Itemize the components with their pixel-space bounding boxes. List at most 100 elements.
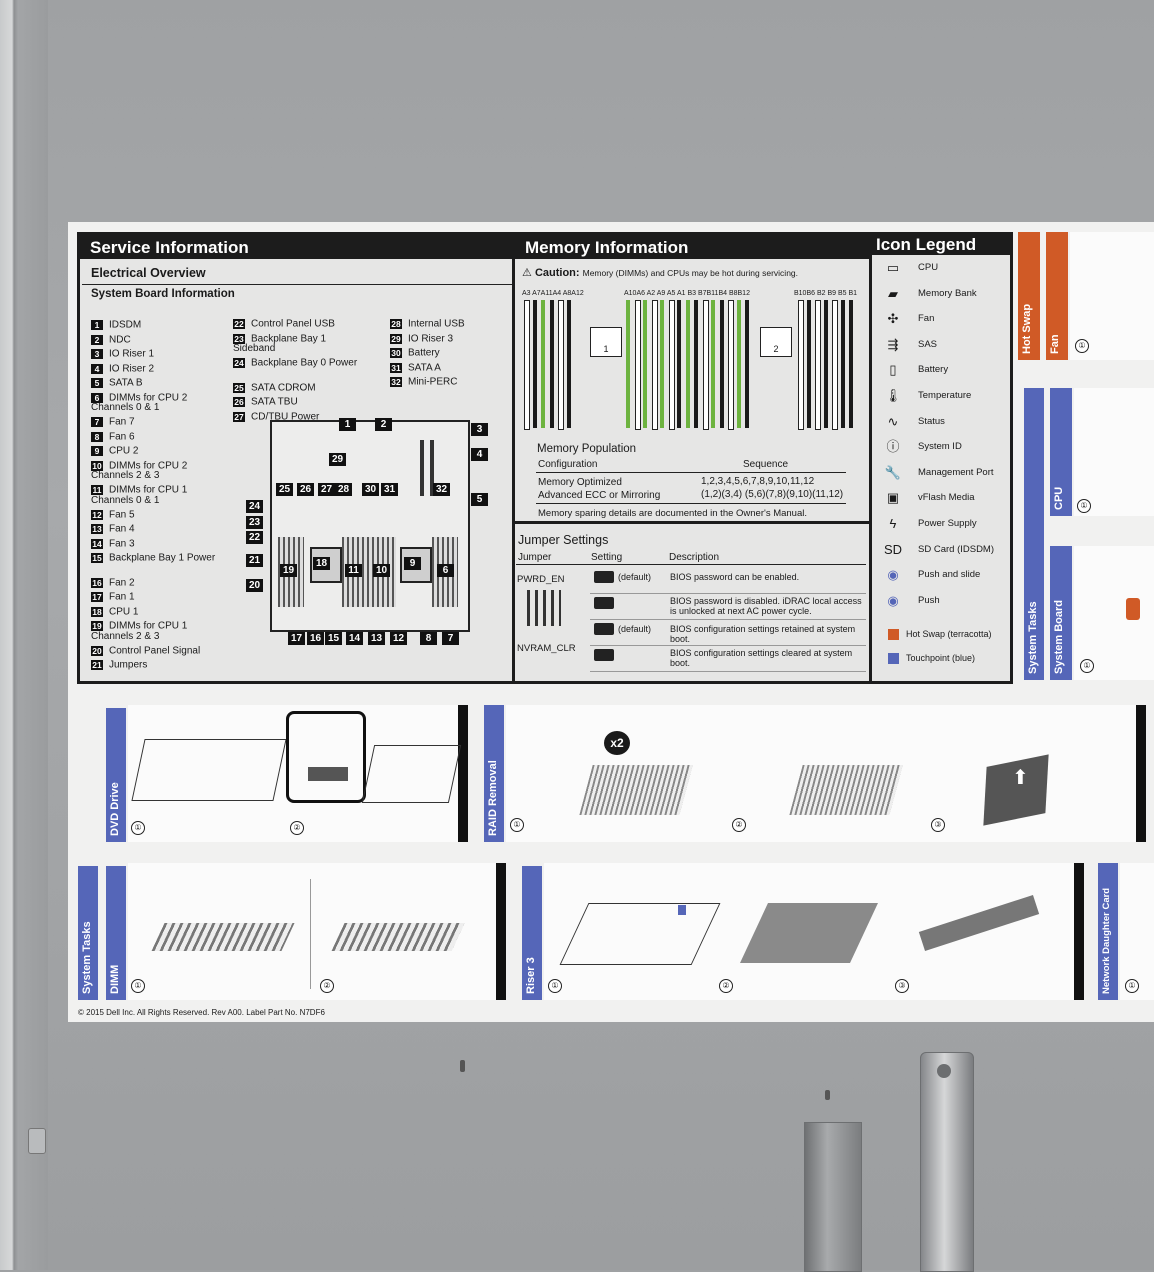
dimm-slot [660, 300, 664, 428]
dimm-task-drawing [128, 863, 506, 1000]
legend-text: Jumpers [109, 659, 148, 671]
jumper-pins-icon [527, 590, 561, 626]
slot-labels-a-right: A10A6 A2 A9 A5 A1 B3 B7B11B4 B8B12 [624, 290, 750, 297]
description-col-header: Description [669, 552, 720, 563]
chassis-frame-edge [0, 0, 48, 1270]
legend-number: 3 [91, 349, 103, 359]
board-callout: 18 [313, 557, 330, 570]
board-legend-item: 31 SATA A [390, 362, 515, 374]
dimm-slot [626, 300, 630, 428]
dimm-slot [745, 300, 749, 428]
legend-label: SAS [918, 338, 938, 350]
slot-labels-a-left: A3 A7A11A4 A8A12 [522, 290, 584, 297]
legend-text: CD/TBU Power [251, 411, 320, 423]
step-2: ② [719, 979, 733, 993]
cpu1-socket [310, 547, 342, 583]
legend-label: Fan [918, 313, 935, 325]
riser-3-task-drawing [544, 863, 1084, 1000]
legend-number: 15 [91, 553, 103, 563]
legend-text: CPU 2 [109, 445, 139, 457]
copyright-footer: © 2015 Dell Inc. All Rights Reserved. Re… [78, 1008, 325, 1017]
legend-number: 16 [91, 577, 103, 588]
divider [82, 284, 512, 285]
legend-number: 14 [91, 538, 103, 549]
fan-tab: Fan [1046, 232, 1068, 360]
legend-number: 4 [91, 363, 103, 374]
dimm-slot [549, 300, 554, 428]
blue-touchpoint [678, 905, 686, 915]
board-callout: 20 [246, 579, 263, 592]
system-board-diagram [270, 420, 470, 632]
legend-text: Fan 4 [109, 523, 135, 535]
dimm-slot [702, 300, 709, 430]
board-callout: 24 [246, 500, 263, 513]
legend-label: vFlash Media [918, 492, 975, 504]
temperature-icon: 🌡 [884, 388, 902, 403]
legend-label: Push [918, 594, 940, 606]
cpu1-label: 1 [603, 344, 609, 354]
board-callout: 4 [471, 448, 488, 461]
board-callout: 28 [335, 483, 352, 496]
ndc-task-drawing [1120, 863, 1154, 1000]
system-board-tab: System Board [1050, 546, 1072, 680]
dimm-module [151, 923, 295, 951]
riser-slot [430, 440, 434, 496]
board-callout: 3 [471, 423, 488, 436]
vflash-media-icon: ▣ [886, 490, 900, 506]
legend-number: 31 [390, 362, 402, 373]
caution-text: Memory (DIMMs) and CPUs may be hot durin… [582, 268, 799, 278]
divider [536, 503, 846, 504]
hot-swap-tab: Hot Swap [1018, 232, 1040, 360]
drive-tray [131, 739, 287, 801]
riser-slot [420, 440, 424, 496]
zoom-inset [286, 711, 366, 803]
dimm-slot [643, 300, 647, 428]
legend-number: 24 [233, 358, 245, 368]
legend-number: 25 [233, 382, 245, 393]
electrical-overview-heading: Electrical Overview [91, 266, 206, 280]
step-1: ① [131, 979, 145, 993]
legend-number: 1 [91, 320, 103, 330]
board-callout: 26 [297, 483, 314, 496]
legend-number: 13 [91, 524, 103, 534]
legend-number: 9 [91, 446, 103, 456]
system-tasks-tab-bottom: System Tasks [78, 866, 98, 1000]
raid-card [789, 765, 903, 815]
x2-label: x2 [610, 736, 624, 750]
dvd-drive-tab: DVD Drive [106, 708, 126, 842]
board-callout: 2 [375, 418, 392, 431]
legend-text: Control Panel USB [251, 318, 335, 330]
jumper-settings-panel [512, 524, 872, 684]
drive-body [361, 745, 462, 803]
legend-label: Temperature [918, 390, 972, 401]
jumper-description: BIOS configuration settings cleared at s… [670, 648, 853, 668]
raid-card [579, 765, 693, 815]
riser-3-tab: Riser 3 [522, 866, 542, 1000]
legend-text: Fan 2 [109, 577, 135, 589]
raid-removal-tab: RAID Removal [484, 705, 504, 842]
latch-bracket [804, 1122, 862, 1272]
legend-label: CPU [918, 262, 939, 273]
legend-label: Status [918, 415, 945, 427]
dimm-slot [711, 300, 715, 428]
jumper-setting: (default) [618, 572, 652, 582]
jumper-description: BIOS password is disabled. iDRAC local a… [670, 596, 862, 616]
legend-text: SATA A [408, 362, 441, 374]
divider [590, 619, 866, 620]
setting-col-header: Setting [591, 552, 623, 563]
legend-number: 23 [233, 333, 245, 344]
legend-text: DIMMs for CPU 1 Channels 2 & 3 [91, 620, 188, 642]
